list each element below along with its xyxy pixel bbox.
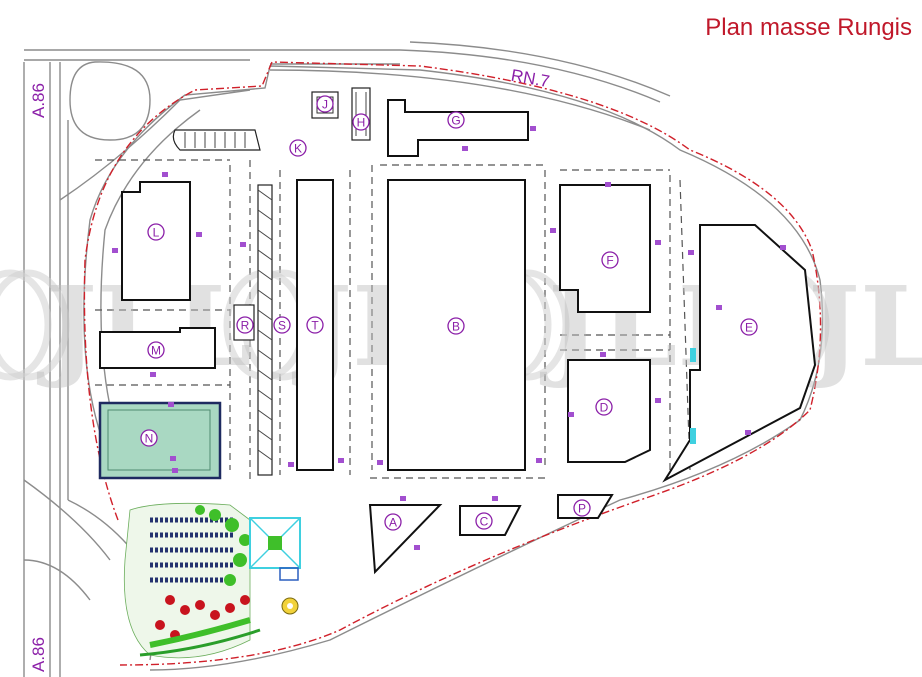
building-l xyxy=(121,181,191,301)
building-label-f: F xyxy=(601,251,619,269)
building-a xyxy=(368,504,443,575)
building-label-n: N xyxy=(140,429,158,447)
building-label-text: D xyxy=(600,401,609,415)
building-label-text: M xyxy=(151,344,161,358)
building-label-h: H xyxy=(352,113,370,131)
building-f xyxy=(559,184,651,313)
building-label-s: S xyxy=(273,316,291,334)
building-label-circle xyxy=(601,251,619,269)
building-label-text: J xyxy=(322,98,328,112)
building-label-text: T xyxy=(311,319,319,333)
building-label-p: P xyxy=(573,499,591,517)
building-label-t: T xyxy=(306,316,324,334)
dock-markers xyxy=(112,126,786,550)
landscape-area xyxy=(123,502,261,659)
building-label-k: K xyxy=(289,139,307,157)
building-label-text: C xyxy=(480,515,489,529)
building-label-text: H xyxy=(357,116,366,130)
building-s-strip xyxy=(257,184,273,476)
building-label-circle xyxy=(447,317,465,335)
building-label-text: N xyxy=(145,432,154,446)
building-label-circle xyxy=(140,429,158,447)
building-label-e: E xyxy=(740,318,758,336)
building-label-circle xyxy=(384,513,402,531)
building-label-text: P xyxy=(578,502,586,516)
building-label-text: K xyxy=(294,142,302,156)
building-label-d: D xyxy=(595,398,613,416)
building-label-l: L xyxy=(147,223,165,241)
highway-rn7 xyxy=(24,41,671,131)
building-label-b: B xyxy=(447,317,465,335)
building-label-circle xyxy=(316,95,334,113)
building-label-circle xyxy=(447,111,465,129)
building-n xyxy=(98,401,222,480)
building-label-circle xyxy=(573,499,591,517)
building-label-text: L xyxy=(153,226,160,240)
svg-text:JLL: JLL xyxy=(799,262,922,391)
building-label-j: J xyxy=(316,95,334,113)
building-label-text: R xyxy=(241,319,250,333)
building-label-text: E xyxy=(745,321,753,335)
building-label-g: G xyxy=(447,111,465,129)
building-label-circle xyxy=(147,341,165,359)
building-label-circle xyxy=(740,318,758,336)
building-label-text: B xyxy=(452,320,460,334)
building-label-text: F xyxy=(606,254,613,268)
building-label-circle xyxy=(273,316,291,334)
building-label-text: G xyxy=(451,114,460,128)
building-label-text: S xyxy=(278,319,286,333)
central-plaza xyxy=(249,517,301,615)
interchange-loop xyxy=(69,61,151,141)
road-label-rn7: RN.7 xyxy=(510,66,551,91)
building-label-c: C xyxy=(475,512,493,530)
building-label-circle xyxy=(595,398,613,416)
road-label-a86-bottom: A.86 xyxy=(29,637,48,672)
site-boundary xyxy=(83,61,822,666)
building-label-m: M xyxy=(147,341,165,359)
building-label-circle xyxy=(289,139,307,157)
building-label-r: R xyxy=(236,316,254,334)
building-label-circle xyxy=(475,512,493,530)
building-label-circle xyxy=(306,316,324,334)
building-label-circle xyxy=(236,316,254,334)
map-title: Plan masse Rungis xyxy=(705,14,912,41)
building-label-circle xyxy=(147,223,165,241)
building-label-a: A xyxy=(384,513,402,531)
parking-k xyxy=(172,129,261,151)
road-label-a86-top: A.86 xyxy=(29,83,48,118)
building-label-circle xyxy=(352,113,370,131)
building-label-text: A xyxy=(389,516,397,530)
